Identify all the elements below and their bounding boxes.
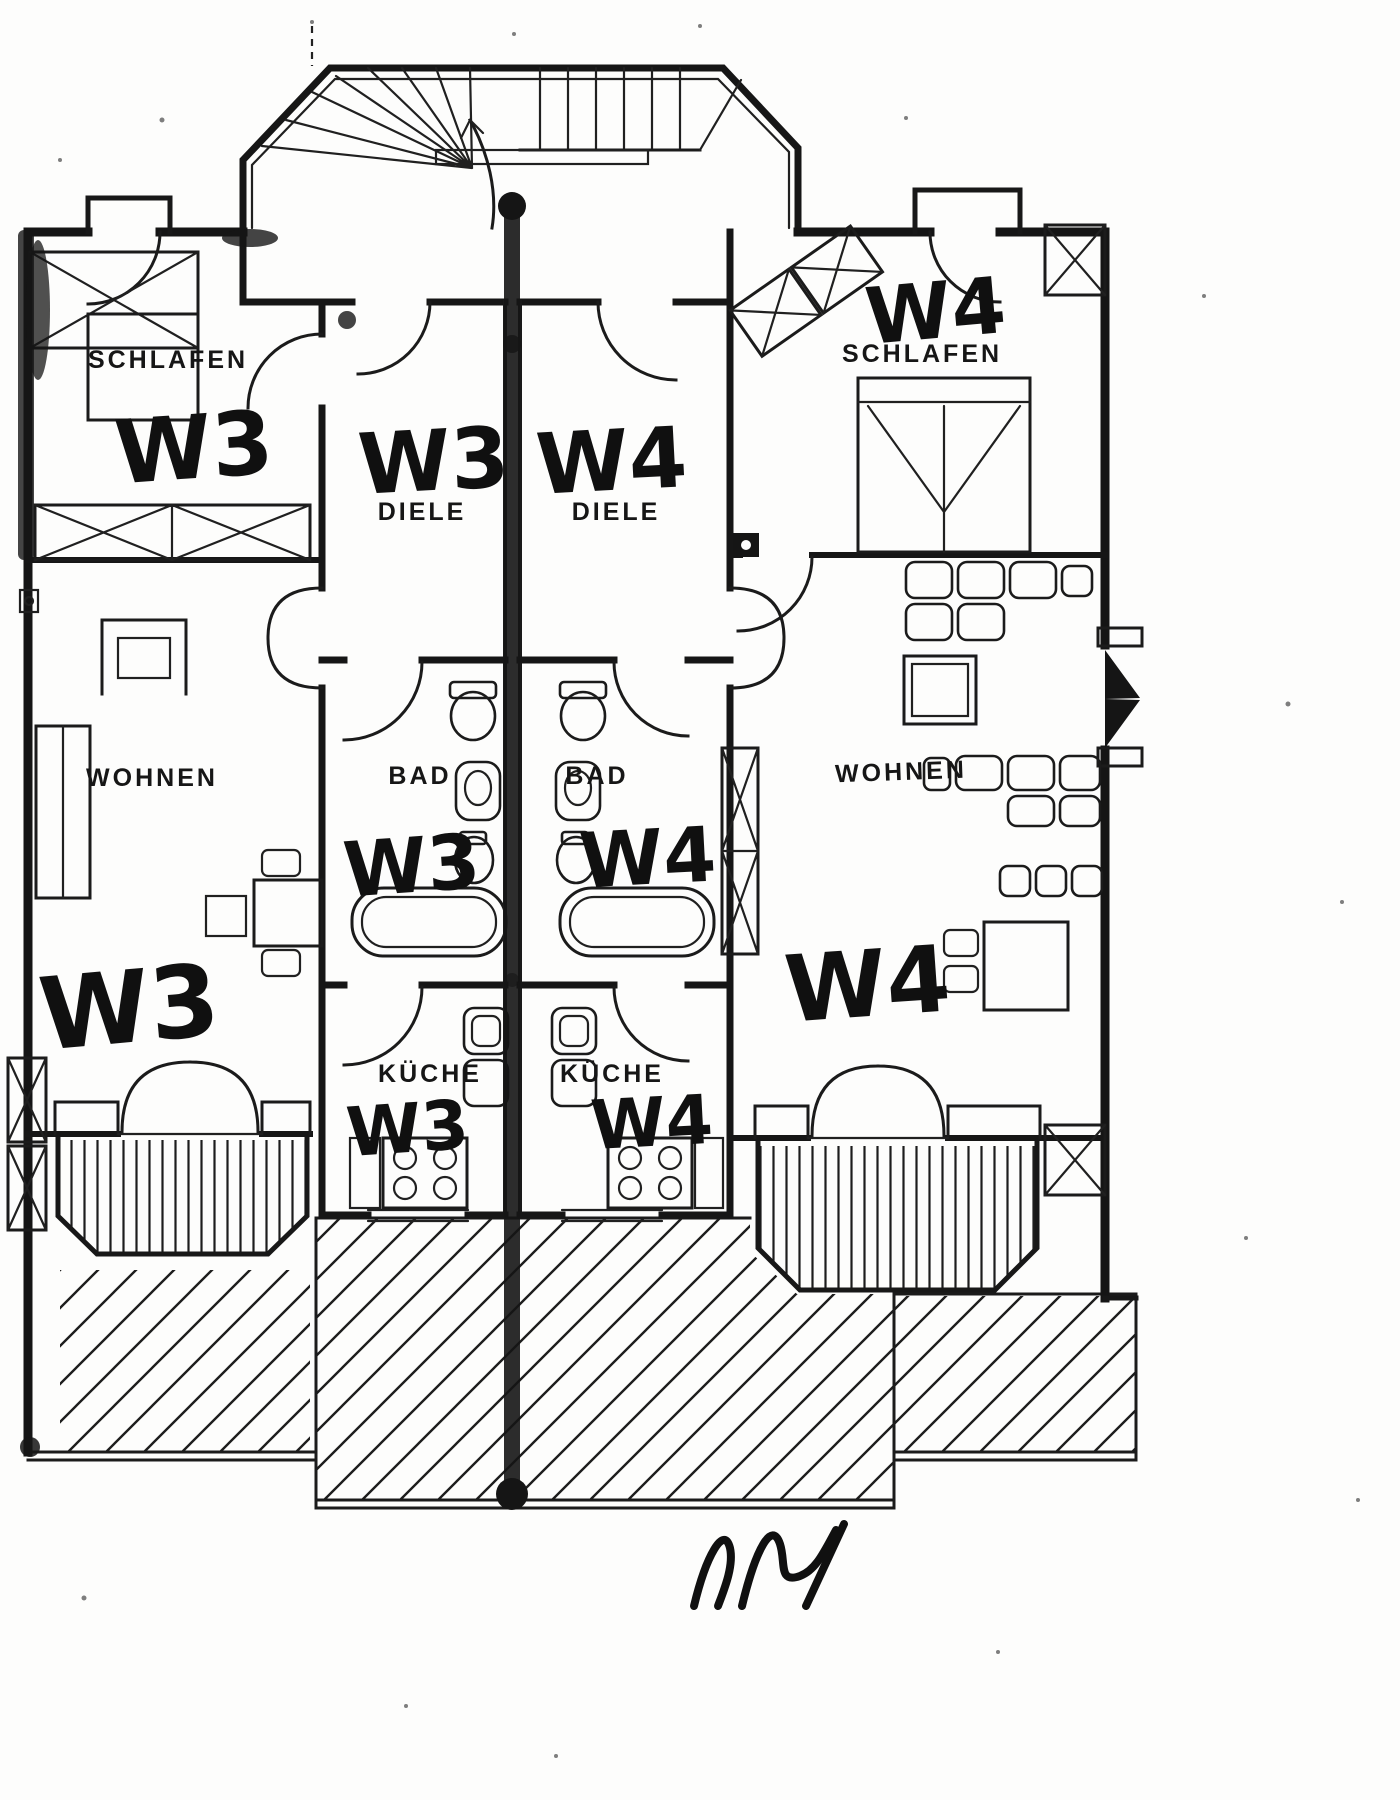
door-w3-schlafen-north [86, 230, 162, 306]
stair-treads-straight [538, 66, 682, 152]
terrace-left-hatch [60, 1270, 310, 1452]
stair-railing [434, 148, 650, 166]
signature-mark [690, 1520, 848, 1610]
door-east-leaf-top [1105, 650, 1140, 699]
wardrobe-w4-schlafen-slanted [727, 223, 885, 359]
closet-w4-southeast [1043, 1123, 1107, 1197]
room-label-bad-w4: BAD [565, 762, 628, 790]
dining-table-w4 [982, 920, 1070, 1012]
stove-w4 [606, 1136, 694, 1210]
unit-mark-w3-schlafen: W3 [111, 391, 276, 505]
terrace-right-hatch [894, 1296, 1136, 1452]
unit-mark-w3-bad: W3 [340, 816, 483, 914]
center-fold-smudge [504, 198, 520, 1500]
kitchen-sink-w4 [550, 1006, 598, 1056]
unit-mark-w3-diele: W3 [356, 408, 512, 514]
door-w3-bad [342, 660, 424, 742]
door-east-leaf-bottom [1105, 699, 1140, 748]
balcony-right-hatch [758, 1146, 1037, 1290]
bathroom-w4-fixtures [554, 680, 716, 958]
sink-w3 [454, 760, 502, 822]
kitchen-w3-fixtures [348, 1006, 510, 1210]
toilet-tank-w3 [448, 680, 498, 700]
window-sill-w4-kueche [560, 1208, 664, 1223]
stair-bay-inner-line [250, 77, 791, 230]
bidet-w3 [453, 835, 495, 885]
room-label-kueche-w4: KÜCHE [560, 1059, 664, 1088]
closet-west-wall-lower [6, 1144, 48, 1232]
paper-specks [58, 20, 1360, 1758]
closet-west-wall-upper [6, 1056, 48, 1144]
furniture-w4-wohnen [733, 533, 1104, 1012]
wall-projection-right [912, 187, 1023, 235]
door-w3-balcony-double [120, 1060, 260, 1134]
unit-mark-w4-wohnen: W4 [781, 925, 954, 1043]
unit-mark-w4-diele: W4 [534, 408, 690, 514]
toilet-w3 [449, 690, 497, 742]
room-label-kueche-w3: KÜCHE [378, 1059, 482, 1088]
toilet-tank-w4 [558, 680, 608, 700]
door-frame-east-top [1096, 626, 1144, 648]
window-sill-w3-kueche [366, 1208, 470, 1223]
staircase [260, 26, 743, 230]
unit-mark-w4-schlafen: W4 [862, 261, 1010, 363]
table-w3 [252, 878, 324, 948]
room-label-schlafen-w4: SCHLAFEN [842, 340, 1002, 368]
beds [28, 250, 1032, 554]
room-label-wohnen-w4: WOHNEN [835, 756, 968, 789]
door-w3-kueche [342, 985, 424, 1067]
unit-mark-w3-kueche: W3 [344, 1086, 472, 1173]
balcony-left-hatch [58, 1140, 307, 1254]
bidet-w4 [555, 835, 597, 885]
terrace-hatch-areas [58, 1140, 1136, 1500]
labels: SCHLAFEN W3 W3 DIELE W4 DIELE W4 SCHLAFE… [35, 261, 1010, 1173]
closet-w4-northeast [1043, 223, 1107, 297]
furniture-w3-wohnen [18, 588, 324, 978]
wall-projection-left [85, 195, 173, 235]
bed-w4 [856, 376, 1032, 554]
door-w4-schlafen-north [928, 230, 1002, 304]
door-swings [86, 230, 1144, 1138]
door-w3-diele-entry [356, 300, 432, 376]
coffee-table-w4 [902, 654, 978, 726]
scan-artifacts [18, 192, 528, 1510]
door-frame-east-bottom [1096, 746, 1144, 768]
sink-w4 [554, 760, 602, 822]
stove-w3 [381, 1136, 469, 1210]
room-label-diele-w4: DIELE [572, 498, 661, 526]
crossed-boxes [6, 223, 1107, 1232]
opening-w3-diele-wohnen [266, 586, 324, 690]
door-w4-diele-entry [596, 300, 678, 382]
opening-w4-diele-wohnen [728, 586, 786, 690]
terrace-center-hatch [316, 1218, 894, 1500]
door-w3-schlafen [246, 332, 324, 410]
stair-treads-winders [260, 66, 474, 170]
door-w4-schlafen [736, 555, 814, 633]
balcony-right-outline [755, 1137, 1040, 1293]
desk-w3 [100, 618, 188, 696]
shaft-w4-wohnen [720, 746, 760, 956]
room-label-schlafen-w3: SCHLAFEN [88, 346, 248, 374]
unit-mark-w4-bad: W4 [577, 809, 718, 905]
bathtub-w4 [558, 886, 716, 958]
balcony-left-outline [55, 1133, 310, 1257]
door-w4-kueche [612, 985, 690, 1063]
kitchen-w4-fixtures [550, 1006, 725, 1210]
terrace-outlines [26, 1133, 1138, 1510]
bed-w3 [28, 250, 200, 422]
room-label-diele-w3: DIELE [378, 498, 467, 526]
door-w4-balcony-double [810, 1064, 946, 1138]
stair-bay-outline [239, 64, 802, 236]
unit-mark-w3-wohnen: W3 [35, 941, 224, 1073]
unit-mark-w4-kueche: W4 [589, 1081, 715, 1166]
room-label-wohnen-w3: WOHNEN [86, 764, 218, 792]
door-w4-bad [612, 660, 690, 738]
stair-direction-arrow [467, 117, 496, 230]
room-label-bad-w3: BAD [388, 762, 451, 790]
toilet-w4 [559, 690, 607, 742]
wardrobe-w3-schlafen [33, 503, 312, 562]
